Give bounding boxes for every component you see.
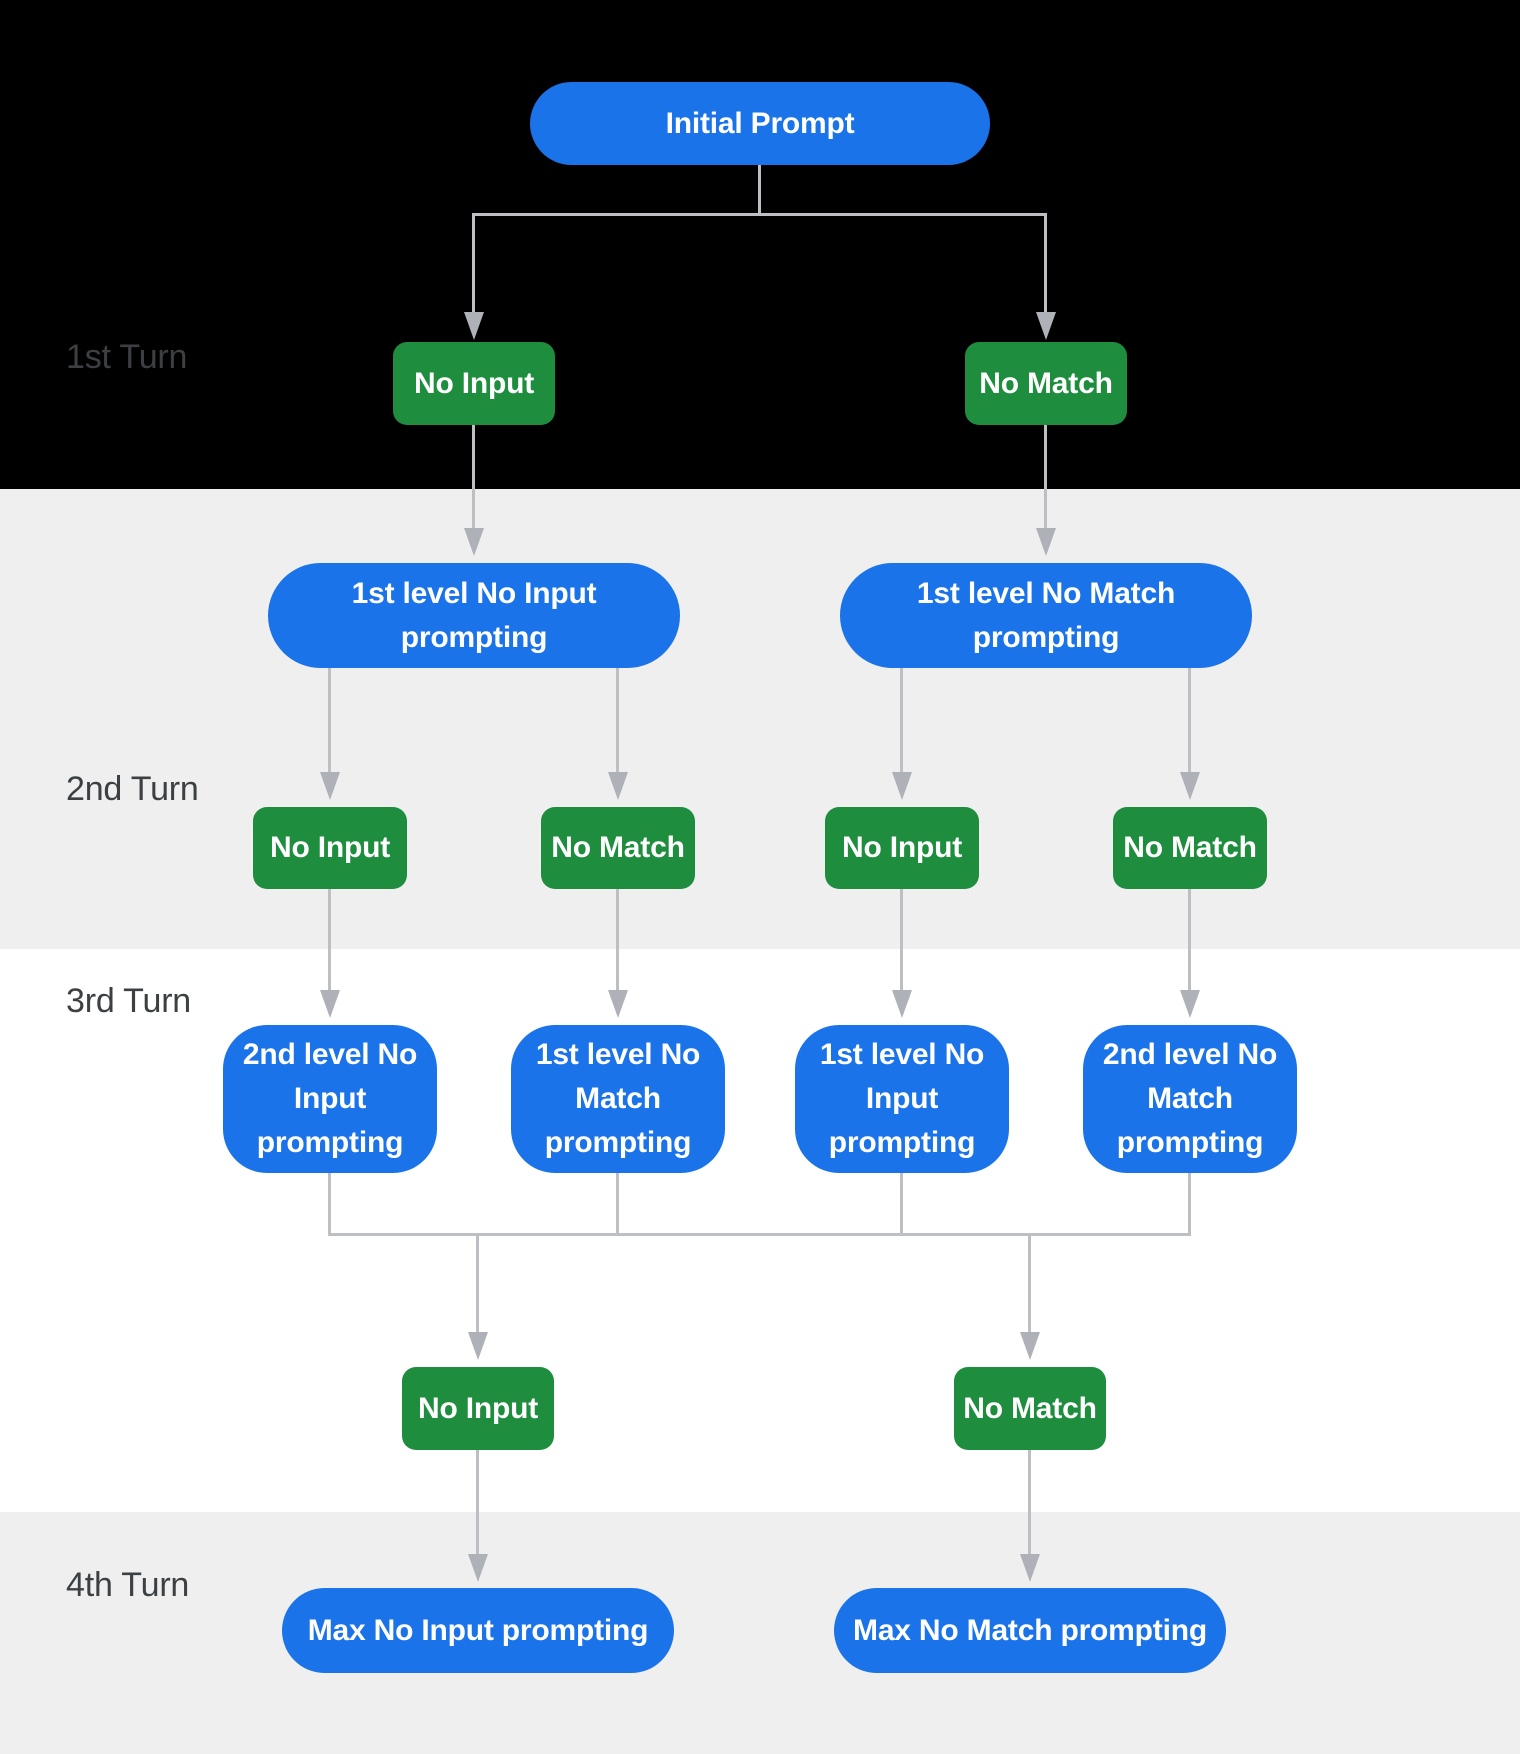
arrowhead — [1020, 1554, 1040, 1582]
node-max-no-input-prompting: Max No Input prompting — [282, 1588, 674, 1673]
turn-label-4: 4th Turn — [66, 1566, 190, 1604]
arrowhead — [468, 1332, 488, 1360]
node-2nd-level-no-match-prompting: 2nd level No Match prompting — [1083, 1025, 1297, 1173]
arrowhead — [892, 990, 912, 1018]
band-turn-4 — [0, 1512, 1520, 1754]
band-turn-2 — [0, 489, 1520, 949]
arrowhead — [608, 990, 628, 1018]
node-turn2-no-input-1: No Input — [253, 807, 407, 889]
arrowhead — [464, 528, 484, 556]
node-turn1-no-input: No Input — [393, 342, 555, 425]
node-turn2-no-input-2: No Input — [825, 807, 979, 889]
arrowhead — [1180, 990, 1200, 1018]
arrowhead — [464, 312, 484, 340]
turn-label-3: 3rd Turn — [66, 982, 192, 1020]
band-turn-3 — [0, 949, 1520, 1512]
arrowhead — [608, 772, 628, 800]
arrowhead — [1036, 528, 1056, 556]
node-1st-level-no-input-prompting: 1st level No Input prompting — [268, 563, 680, 668]
node-turn2-no-match-2: No Match — [1113, 807, 1267, 889]
node-turn3-no-match: No Match — [954, 1367, 1106, 1450]
node-1st-level-no-match-prompting: 1st level No Match prompting — [840, 563, 1252, 668]
arrowhead — [320, 990, 340, 1018]
turn-label-2: 2nd Turn — [66, 770, 199, 808]
node-turn3-no-input: No Input — [402, 1367, 554, 1450]
turn-label-1: 1st Turn — [66, 338, 188, 376]
arrowhead — [320, 772, 340, 800]
arrowhead — [892, 772, 912, 800]
arrowhead — [468, 1554, 488, 1582]
node-1st-level-no-match-prompting-2: 1st level No Match prompting — [511, 1025, 725, 1173]
node-2nd-level-no-input-prompting: 2nd level No Input prompting — [223, 1025, 437, 1173]
arrowhead — [1020, 1332, 1040, 1360]
node-initial-prompt: Initial Prompt — [530, 82, 990, 165]
node-turn2-no-match-1: No Match — [541, 807, 695, 889]
band-turn-1 — [0, 0, 1520, 489]
node-1st-level-no-input-prompting-2: 1st level No Input prompting — [795, 1025, 1009, 1173]
arrowhead — [1180, 772, 1200, 800]
node-turn1-no-match: No Match — [965, 342, 1127, 425]
node-max-no-match-prompting: Max No Match prompting — [834, 1588, 1226, 1673]
arrowhead — [1036, 312, 1056, 340]
